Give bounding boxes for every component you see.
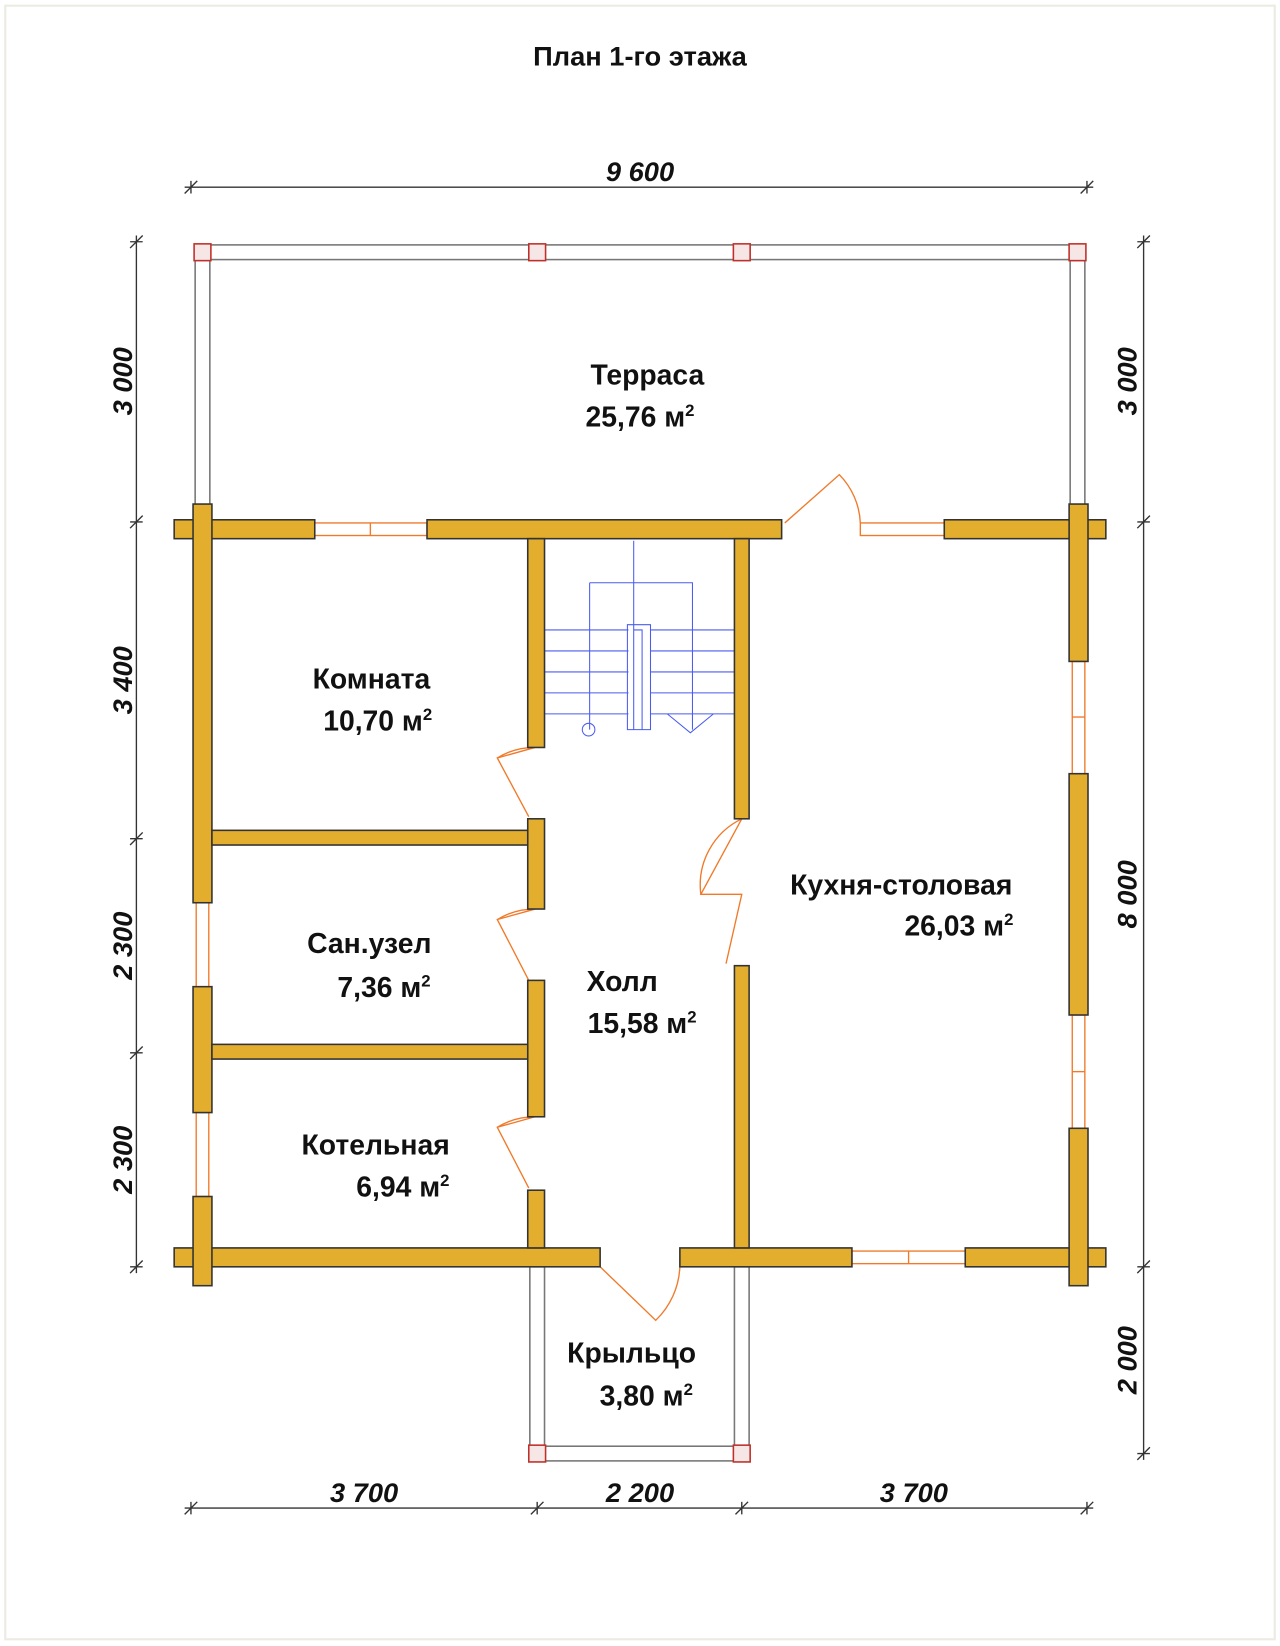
svg-text:Кухня-столовая: Кухня-столовая: [790, 869, 1012, 901]
svg-text:3 000: 3 000: [1111, 347, 1142, 415]
svg-text:3 400: 3 400: [107, 646, 138, 714]
page-frame: [4, 4, 1276, 1641]
room-porch: Крыльцо 3,80 м2: [567, 1337, 696, 1412]
dimension-bottom: 3 700 2 200 3 700: [184, 1477, 1094, 1515]
room-terrace: Терраса 25,76 м2: [586, 359, 705, 433]
svg-text:3 700: 3 700: [880, 1477, 948, 1508]
porch-post: [732, 1444, 751, 1463]
svg-text:2 200: 2 200: [605, 1477, 674, 1508]
room-hall: Холл 15,58 м2: [587, 966, 697, 1040]
staircase: [544, 540, 735, 737]
svg-text:10,70 м2: 10,70 м2: [323, 705, 432, 737]
porch-post: [528, 1444, 547, 1463]
svg-text:Комната: Комната: [313, 664, 431, 696]
dimension-top: 9 600: [184, 156, 1094, 194]
room-komnata: Комната 10,70 м2: [313, 664, 433, 738]
svg-text:8 000: 8 000: [1111, 860, 1142, 928]
terrace-post: [732, 243, 751, 262]
svg-text:Котельная: Котельная: [301, 1130, 449, 1162]
svg-text:3 000: 3 000: [107, 347, 138, 415]
svg-text:25,76 м2: 25,76 м2: [586, 401, 695, 433]
terrace-post: [193, 243, 212, 262]
windows: [195, 522, 1086, 1265]
svg-text:2 300: 2 300: [107, 912, 138, 981]
svg-text:9 600: 9 600: [606, 156, 674, 187]
svg-text:7,36 м2: 7,36 м2: [337, 972, 430, 1004]
svg-text:2 300: 2 300: [107, 1126, 138, 1195]
svg-text:6,94 м2: 6,94 м2: [356, 1171, 449, 1203]
svg-text:Терраса: Терраса: [590, 359, 704, 391]
room-boiler: Котельная 6,94 м2: [301, 1130, 449, 1204]
svg-text:3 700: 3 700: [330, 1477, 398, 1508]
svg-text:Крыльцо: Крыльцо: [567, 1337, 696, 1369]
room-kitchen-dining: Кухня-столовая 26,03 м2: [790, 869, 1013, 942]
dimension-right: 3 000 8 000 2 000: [1111, 234, 1151, 1461]
svg-text:3,80 м2: 3,80 м2: [600, 1380, 693, 1412]
svg-text:2 000: 2 000: [1111, 1326, 1142, 1395]
svg-text:Сан.узел: Сан.узел: [307, 928, 431, 960]
dimension-left: 3 000 3 400 2 300 2 300: [107, 234, 144, 1274]
terrace-railing: [193, 243, 1087, 516]
room-bathroom: Сан.узел 7,36 м2: [307, 928, 431, 1004]
svg-text:26,03 м2: 26,03 м2: [904, 910, 1013, 942]
terrace-post: [528, 243, 547, 262]
walls: [173, 503, 1107, 1287]
terrace-post: [1068, 243, 1087, 262]
svg-text:15,58 м2: 15,58 м2: [588, 1007, 697, 1039]
svg-text:Холл: Холл: [587, 966, 658, 998]
plan-title: План 1-го этажа: [533, 40, 747, 71]
porch-railing: [528, 1266, 751, 1463]
